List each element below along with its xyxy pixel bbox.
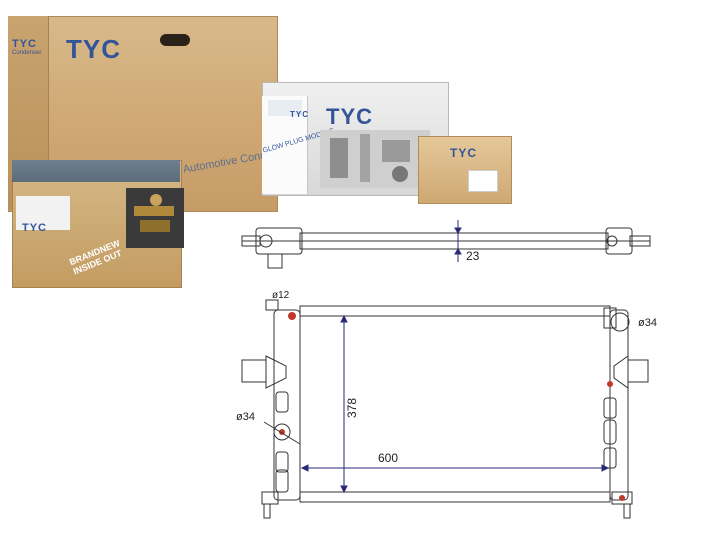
height-dimension: [340, 314, 348, 494]
grey-box-parts-print: [320, 130, 430, 188]
right-port-marker: [607, 381, 613, 387]
grey-box-brand-logo: TYC: [326, 104, 373, 129]
front-box-label: [16, 196, 70, 230]
thickness-label: 23: [466, 249, 480, 263]
small-box-brand: TYC: [450, 146, 477, 160]
right-outlet-port: [610, 312, 630, 332]
inlet-diameter-label: ø34: [236, 411, 255, 423]
radiator-top-view: [241, 227, 651, 269]
box-handle-hole: [160, 34, 190, 46]
small-box-label: [468, 170, 498, 192]
height-label: 378: [345, 398, 359, 418]
bottom-right-marker: [619, 495, 625, 501]
front-box-top: [12, 160, 180, 182]
left-inlet-port: [273, 423, 291, 441]
front-box-part-photo: [126, 188, 184, 248]
radiator-front-view: [241, 299, 649, 519]
inlet-leader-line: [263, 421, 301, 445]
big-box-corner-label: Condenser: [12, 50, 42, 56]
big-box-brand-logo: TYC: [66, 34, 121, 64]
hole-diameter-label: ø12: [272, 290, 290, 301]
big-box-corner-brand: TYC: [12, 38, 37, 50]
width-dimension: [300, 464, 610, 472]
outlet-diameter-label: ø34: [638, 317, 657, 329]
width-label: 600: [378, 451, 398, 465]
drain-plug-marker: [288, 312, 296, 320]
grey-box-label: [268, 100, 302, 116]
front-box-brand: TYC: [22, 222, 47, 234]
grey-box-top-brand: TYC: [290, 110, 309, 119]
thickness-dimension: [454, 220, 462, 262]
